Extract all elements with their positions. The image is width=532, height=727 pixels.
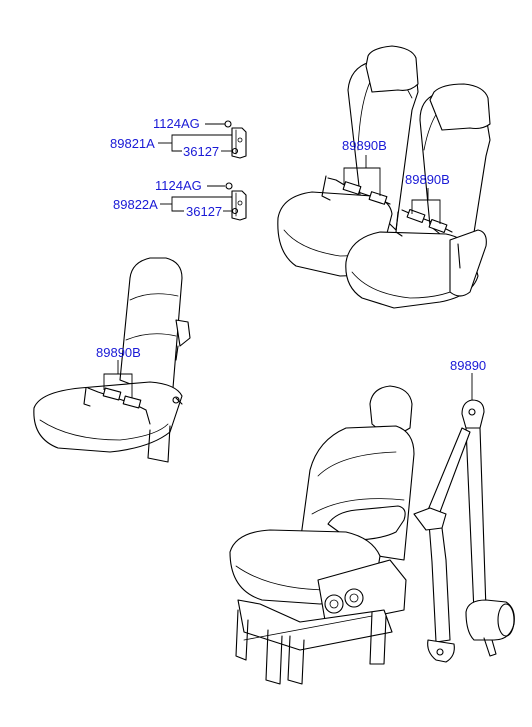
part-label-1124ag-b[interactable]: 1124AG	[155, 178, 202, 193]
part-label-89890-front-belt[interactable]: 89890	[450, 358, 487, 373]
front-seat-belt	[413, 373, 515, 663]
part-label-89890b-jump-seat[interactable]: 89890B	[96, 345, 141, 360]
jump-seat	[33, 257, 191, 463]
bracket-assembly-a	[158, 120, 247, 159]
part-label-89890b-rear-right[interactable]: 89890B	[405, 172, 450, 187]
part-label-1124ag-a[interactable]: 1124AG	[153, 116, 200, 131]
part-label-36127-b[interactable]: 36127	[186, 204, 223, 219]
front-seat	[229, 385, 415, 685]
part-label-36127-a[interactable]: 36127	[183, 144, 220, 159]
part-label-89821a[interactable]: 89821A	[110, 136, 155, 151]
part-label-89890b-rear-left[interactable]: 89890B	[342, 138, 387, 153]
rear-double-seat	[277, 45, 491, 309]
part-label-89822a[interactable]: 89822A	[113, 197, 158, 212]
bracket-assembly-b	[160, 182, 247, 221]
